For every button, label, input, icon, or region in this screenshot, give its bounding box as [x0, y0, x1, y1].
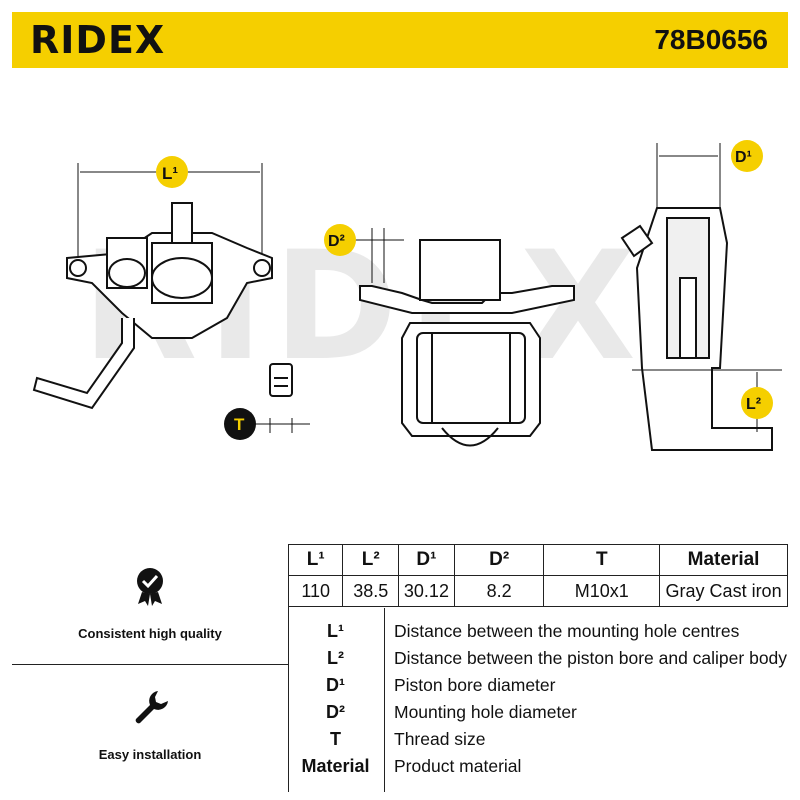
spec-header-D2: D²: [453, 544, 545, 576]
spec-header-L1: L¹: [287, 544, 344, 576]
legend-row: L¹ Distance between the mounting hole ce…: [288, 618, 788, 644]
legend-key: D¹: [326, 675, 345, 695]
badge-quality-label: Consistent high quality: [78, 626, 222, 641]
svg-text:D²: D²: [328, 233, 345, 250]
spec-header-D1: D¹: [398, 544, 455, 576]
bolt-view: [252, 363, 310, 433]
legend-row: T Thread size: [288, 726, 788, 752]
svg-text:L²: L²: [746, 396, 761, 413]
legend-divider: [384, 608, 385, 792]
header-bar: RIDEX 78B0656: [12, 12, 788, 68]
legend-text: Product material: [394, 756, 522, 776]
quality-medal-icon: [130, 566, 170, 606]
caliper-drawing-svg: RIDEX: [32, 140, 782, 451]
legend-key: T: [330, 729, 341, 749]
legend-text: Distance between the piston bore and cal…: [394, 648, 788, 668]
legend-text: Distance between the mounting hole centr…: [394, 621, 740, 641]
label-D2: D²: [324, 224, 356, 256]
technical-drawing: RIDEX: [12, 68, 788, 544]
badge-quality: Consistent high quality: [12, 544, 288, 665]
label-D1: D¹: [731, 140, 763, 172]
part-number: 78B0656: [654, 24, 768, 55]
legend-key: L²: [327, 648, 344, 668]
spec-header-L2: L²: [342, 544, 400, 576]
label-L2: L²: [741, 387, 773, 419]
spec-header-T: T: [543, 544, 661, 576]
legend-text: Mounting hole diameter: [394, 702, 577, 722]
spec-value-T: M10x1: [543, 575, 661, 607]
legend-key: D²: [326, 702, 345, 722]
spec-table: L¹ L² D¹ D² T Material 110 38.5 30.12 8.…: [287, 544, 788, 607]
svg-text:D¹: D¹: [735, 149, 752, 166]
spec-header-row: L¹ L² D¹ D² T Material: [287, 544, 788, 576]
legend-key: Material: [301, 756, 370, 776]
svg-text:T: T: [234, 415, 245, 434]
spec-value-row: 110 38.5 30.12 8.2 M10x1 Gray Cast iron: [287, 575, 788, 607]
spec-section: Consistent high quality Easy installatio…: [12, 544, 788, 792]
legend-row: D¹ Piston bore diameter: [288, 672, 788, 698]
feature-badges: Consistent high quality Easy installatio…: [12, 544, 289, 792]
spec-value-L1: 110: [287, 575, 344, 607]
spec-value-material: Gray Cast iron: [659, 575, 788, 607]
badge-installation-label: Easy installation: [98, 747, 202, 762]
wrench-icon: [130, 687, 170, 727]
legend-text: Thread size: [394, 729, 486, 749]
caliper-section-view: [620, 143, 782, 451]
spec-value-L2: 38.5: [342, 575, 400, 607]
spec-value-D1: 30.12: [398, 575, 455, 607]
badge-installation: Easy installation: [12, 665, 288, 792]
legend-key: L¹: [327, 621, 344, 641]
legend-row: Material Product material: [288, 753, 788, 779]
spec-header-material: Material: [659, 544, 788, 576]
legend-text: Piston bore diameter: [394, 675, 556, 695]
brand-logo: RIDEX: [30, 18, 166, 62]
label-T: T: [224, 408, 256, 440]
caliper-front-view: [359, 239, 575, 447]
svg-text:L¹: L¹: [162, 164, 178, 183]
caliper-perspective-view: [32, 163, 273, 410]
label-L1: L¹: [156, 156, 188, 188]
spec-value-D2: 8.2: [453, 575, 545, 607]
legend-row: L² Distance between the piston bore and …: [288, 645, 788, 671]
legend-row: D² Mounting hole diameter: [288, 699, 788, 725]
